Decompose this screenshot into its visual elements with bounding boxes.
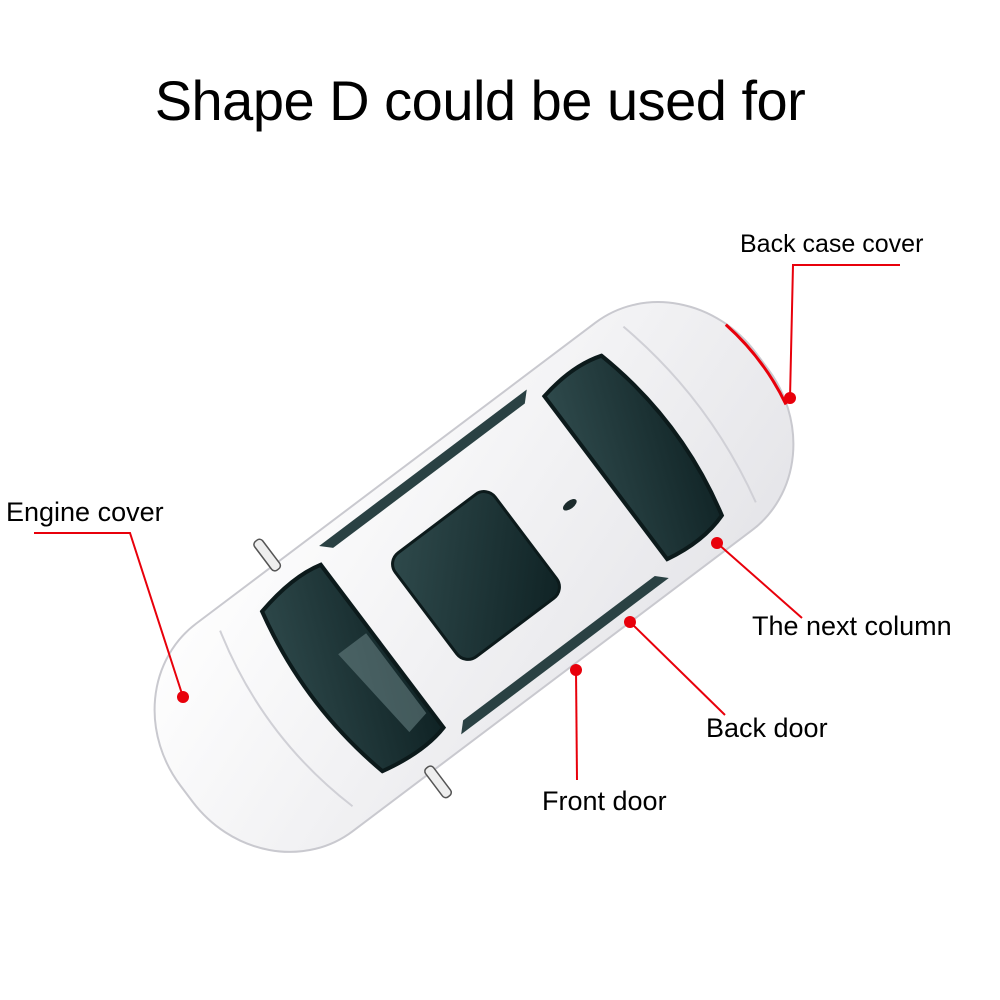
- car-body: [153, 301, 795, 853]
- diagram-title: Shape D could be used for: [154, 69, 806, 132]
- label-engine-cover: Engine cover: [6, 497, 164, 527]
- pointer-back-door: [624, 616, 726, 716]
- pointer-engine-cover: [34, 532, 189, 703]
- pointer-back-case-cover: [784, 264, 900, 404]
- label-next-column: The next column: [752, 611, 952, 641]
- label-back-case-cover: Back case cover: [740, 230, 924, 258]
- label-front-door: Front door: [542, 786, 667, 816]
- pointer-next-column: [711, 537, 803, 619]
- label-back-door: Back door: [706, 713, 828, 743]
- pointer-front-door: [570, 664, 582, 781]
